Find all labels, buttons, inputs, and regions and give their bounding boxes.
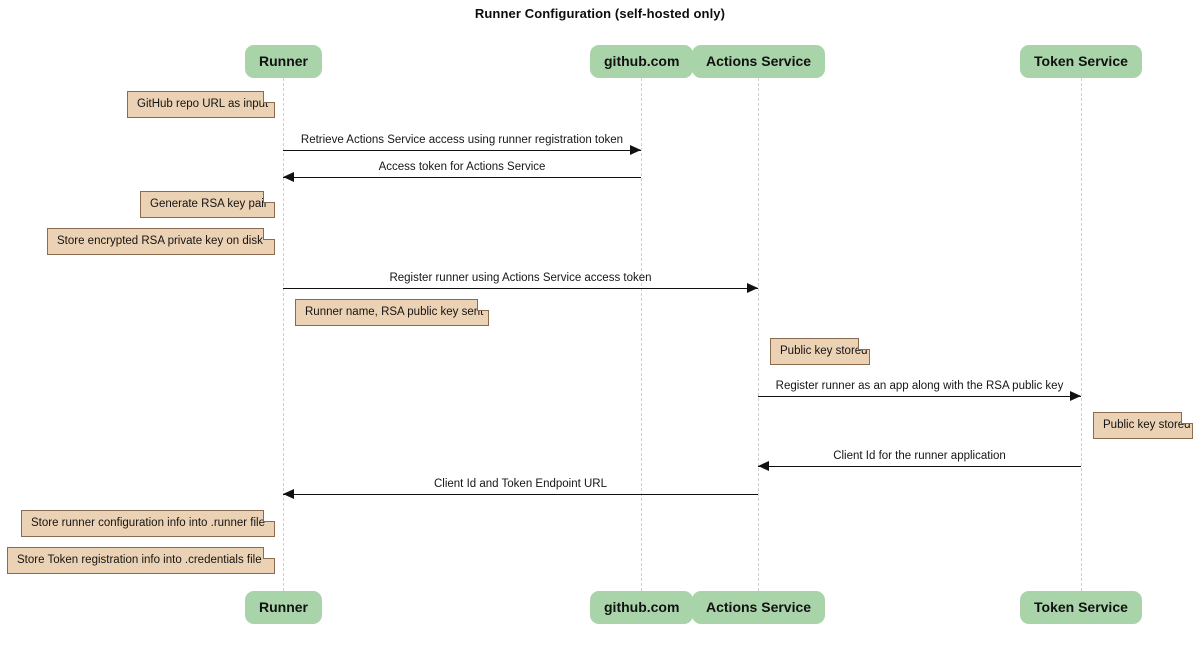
participant-bottom-github[interactable]: github.com — [590, 591, 694, 624]
note-text: Store runner configuration info into .ru… — [31, 517, 265, 529]
lifeline-runner — [283, 78, 284, 591]
message-label-m4: Register runner as an app along with the… — [775, 380, 1064, 392]
note-fold-corner-icon — [263, 91, 275, 103]
message-label-m2: Access token for Actions Service — [378, 161, 546, 173]
participant-bottom-token[interactable]: Token Service — [1020, 591, 1142, 624]
note-n8: Store Token registration info into .cred… — [7, 547, 275, 574]
message-line-m1 — [283, 150, 641, 151]
note-fold-corner-icon — [858, 338, 870, 350]
participant-bottom-runner[interactable]: Runner — [245, 591, 322, 624]
note-text: Store Token registration info into .cred… — [17, 554, 262, 566]
message-label-m3: Register runner using Actions Service ac… — [389, 272, 652, 284]
lifeline-actions — [758, 78, 759, 591]
note-n4: Runner name, RSA public key sent — [295, 299, 489, 326]
message-label-m1: Retrieve Actions Service access using ru… — [300, 134, 624, 146]
note-text: Public key stored — [780, 345, 868, 357]
note-n7: Store runner configuration info into .ru… — [21, 510, 275, 537]
note-fold-corner-icon — [1181, 412, 1193, 424]
participant-top-github[interactable]: github.com — [590, 45, 694, 78]
participant-top-actions[interactable]: Actions Service — [692, 45, 826, 78]
message-line-m4 — [758, 396, 1081, 397]
note-n6: Public key stored — [1093, 412, 1193, 439]
note-fold-corner-icon — [263, 228, 275, 240]
arrowhead-m4 — [1070, 391, 1081, 401]
note-text: Runner name, RSA public key sent — [305, 306, 484, 318]
arrowhead-m3 — [747, 283, 758, 293]
participant-bottom-actions[interactable]: Actions Service — [692, 591, 826, 624]
note-n1: GitHub repo URL as input — [127, 91, 275, 118]
note-fold-corner-icon — [263, 547, 275, 559]
message-line-m3 — [283, 288, 758, 289]
note-fold-corner-icon — [263, 191, 275, 203]
participant-top-token[interactable]: Token Service — [1020, 45, 1142, 78]
note-fold-corner-icon — [477, 299, 489, 311]
note-text: GitHub repo URL as input — [137, 98, 269, 110]
arrowhead-m2 — [283, 172, 294, 182]
arrowhead-m5 — [758, 461, 769, 471]
message-line-m5 — [758, 466, 1081, 467]
arrowhead-m6 — [283, 489, 294, 499]
page-title: Runner Configuration (self-hosted only) — [474, 6, 726, 21]
message-label-m6: Client Id and Token Endpoint URL — [433, 478, 608, 490]
note-text: Store encrypted RSA private key on disk — [57, 235, 263, 247]
note-text: Generate RSA key pair — [150, 198, 268, 210]
note-n2: Generate RSA key pair — [140, 191, 275, 218]
note-text: Public key stored — [1103, 419, 1191, 431]
note-fold-corner-icon — [263, 510, 275, 522]
message-label-m5: Client Id for the runner application — [833, 450, 1006, 462]
note-n5: Public key stored — [770, 338, 870, 365]
note-n3: Store encrypted RSA private key on disk — [47, 228, 275, 255]
lifeline-token — [1081, 78, 1082, 591]
lifeline-github — [641, 78, 642, 591]
participant-top-runner[interactable]: Runner — [245, 45, 322, 78]
message-line-m6 — [283, 494, 758, 495]
message-line-m2 — [283, 177, 641, 178]
arrowhead-m1 — [630, 145, 641, 155]
